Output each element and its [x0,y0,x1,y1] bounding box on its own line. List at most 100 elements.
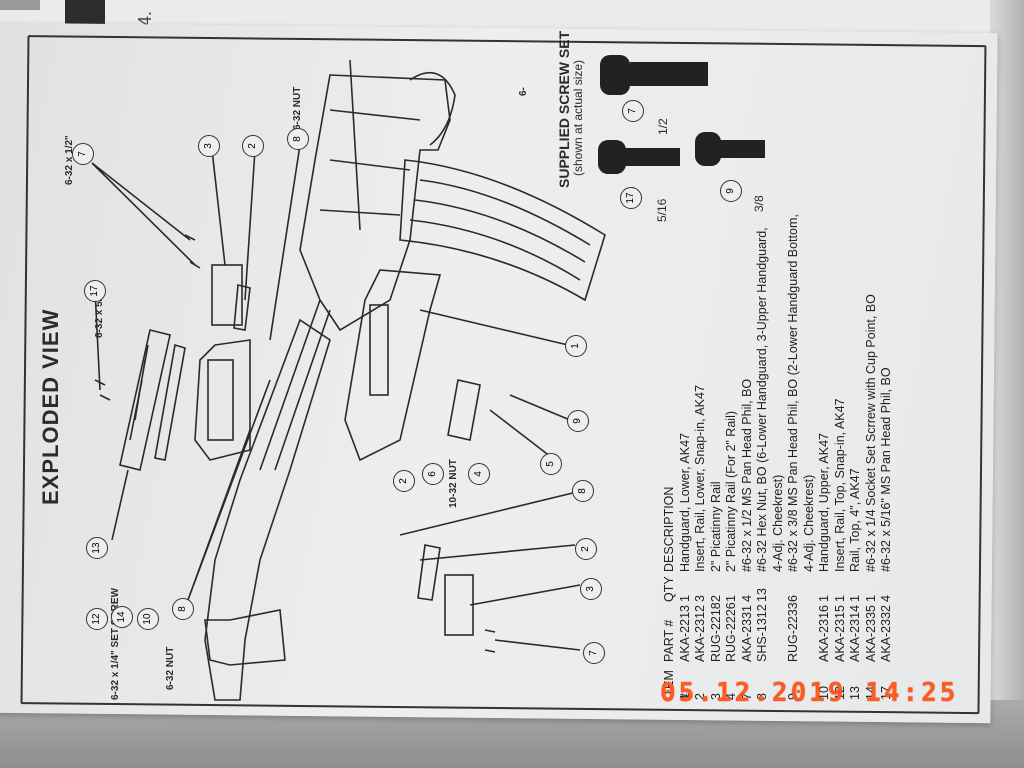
cell-desc: Insert, Rail, Top, Snap-in, AK47 [832,398,847,572]
magazine-outline [399,159,606,302]
header-desc: DESCRIPTION [662,486,676,572]
cell-qty: 1 [724,595,738,602]
cell-qty: 2 [708,595,723,602]
screw-callout-7: 7 [622,100,644,122]
screw-callout-17: 17 [620,187,642,209]
cell-qty: 13 [755,588,769,602]
header-part: PART # [662,619,676,662]
cell-qty: 1 [863,595,878,602]
callout-13: 13 [86,537,108,559]
cell-desc: 2" Picatinny Rail [708,481,723,572]
lower-handguard-slot [369,304,389,396]
callout-2-a: 2 [242,135,264,157]
cell-qty [771,572,787,602]
cell-part: AKA-2314 [848,605,862,662]
cell-desc: Handguard, Upper, AK47 [817,433,831,572]
callout-8-c: 8 [572,480,594,502]
picatinny-rail-lower [444,574,474,636]
cell-desc: #6-32 x 1/4 Socket Set Scrrew with Cup P… [863,294,878,572]
corner-mark: 6- [518,87,529,96]
screw-7-b [484,629,496,653]
gas-tube [259,299,331,471]
label-nut-6-32-b: 6-32 NUT [292,86,303,130]
callout-10: 10 [137,608,159,630]
cell-qty: 1 [832,595,847,602]
leader-2 [244,149,576,561]
leader-7 [91,162,196,266]
page-title: EXPLODED VIEW [38,308,63,505]
label-nut-6-32-a: 6-32 NUT [165,646,176,690]
cell-qty: 1 [817,595,831,602]
cell-part [771,602,787,662]
callout-14: 14 [111,606,133,628]
cell-part [802,602,818,662]
magazine-ribs [409,179,591,281]
screw-set-title: SUPPLIED SCREW SET [556,30,572,188]
cell-desc: #6-32 Hex Nut, BO (6-Lower Handguard, 3-… [755,227,769,572]
cell-desc: Handguard, Lower, AK47 [677,433,692,572]
picatinny-rail-upper [211,264,243,326]
supplied-screw-17 [625,148,680,166]
cell-part: AKA-2332 [879,605,893,662]
parts-table-header: ITEM # PART # QTY DESCRIPTION [662,152,692,700]
cell-desc: #6-32 x 5/16" MS Pan Head Phil, BO [879,367,893,572]
corner-shade [0,0,40,10]
callout-6: 6 [422,463,444,485]
upper-handguard-slot [207,359,234,441]
receiver-outline [299,74,451,332]
supplied-screw-7-head [600,55,630,95]
cell-part: AKA-2213 [677,605,692,662]
cell-part: AKA-2312 [693,605,707,662]
lower-handguard [344,269,442,462]
callout-5: 5 [540,453,562,475]
insert-rail-b [417,544,441,601]
cell-desc: #6-32 x 1/2 MS Pan Head Phil, BO [739,378,754,572]
screw-17 [94,379,111,401]
callout-2-b: 2 [393,470,415,492]
screw-size-7: 1/2 [656,118,670,135]
cell-desc: Rail, Top, 4", AK47 [848,468,862,572]
cell-desc: 2" Picatinny Rail (For 2" Rail) [724,410,738,572]
picatinny-rail-4 [447,379,481,441]
cell-qty: 3 [693,595,707,602]
cell-qty [802,572,818,602]
callout-7: 7 [72,143,94,165]
top-insert-rail [154,343,186,461]
upper-handguard [194,339,251,461]
cell-desc: Insert, Rail, Lower, Snap-in, AK47 [693,385,707,572]
leader-1 [419,309,569,346]
cell-desc: 4-Adj. Cheekrest) [770,474,785,572]
barrel [204,318,331,701]
leader-13 [111,469,129,541]
callout-3-b: 3 [580,578,602,600]
callout-12: 12 [86,608,108,630]
cell-qty: 4 [879,595,893,602]
cell-part: RUG-2218 [708,602,723,662]
cell-qty: 1 [677,595,692,602]
supplied-screw-9 [720,140,765,158]
cell-part: AKA-2316 [817,605,831,662]
callout-4: 4 [468,463,490,485]
supplied-screw-7 [630,62,708,86]
cell-part: SHS-1312 [755,604,769,662]
leader-7b [494,639,581,651]
cell-part: RUG-2233 [786,602,800,662]
front-sight [204,609,286,666]
callout-1: 1 [565,335,587,357]
camera-timestamp: 05.12.2019 14:25 [660,678,959,708]
cell-qty: 6 [786,595,800,602]
supplied-screw-17-head [598,140,626,174]
leader-3 [211,149,581,606]
callout-2-c: 2 [575,538,597,560]
